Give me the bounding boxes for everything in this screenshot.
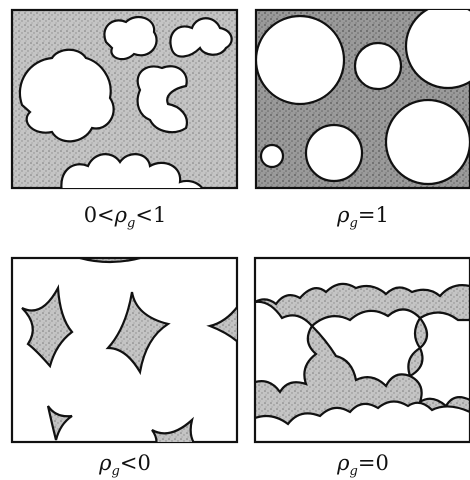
caption-top-right: ρg=1 xyxy=(336,203,389,231)
pore-top-right-corner xyxy=(169,17,233,58)
pore-top-small xyxy=(103,15,158,61)
grain-cusp-center xyxy=(105,291,171,376)
pore-network-top xyxy=(255,258,470,306)
pore-circle-mid xyxy=(353,41,403,91)
pore-bottom-cluster xyxy=(60,153,204,188)
pore-network-left xyxy=(255,300,318,395)
caption-bottom-right: ρg=0 xyxy=(336,451,389,479)
panel-bottom-right xyxy=(253,256,470,444)
pore-lobed-large xyxy=(18,48,115,143)
caption-top-left: 0<ρg<1 xyxy=(84,203,167,231)
caption-bottom-left: ρg<0 xyxy=(98,451,151,479)
pore-circle-bottom-right xyxy=(384,98,470,186)
panel-top-right xyxy=(254,8,470,190)
grain-bottom-center xyxy=(151,416,195,442)
panel-bottom-left xyxy=(10,256,239,444)
grain-cusp-right-edge xyxy=(206,305,237,343)
pore-circle-small xyxy=(259,143,285,169)
grain-cusp-left xyxy=(21,284,74,369)
pore-network-bottom xyxy=(255,400,470,442)
pore-circle-bottom-mid xyxy=(304,123,364,183)
pore-network-center xyxy=(310,308,422,388)
pore-circle-large-left xyxy=(256,14,346,106)
grain-cusp-small xyxy=(46,405,73,441)
pore-middle-right xyxy=(136,65,188,134)
grain-top-sliver xyxy=(79,258,141,264)
pore-circle-top-right xyxy=(404,10,470,90)
panel-top-left xyxy=(10,8,239,190)
